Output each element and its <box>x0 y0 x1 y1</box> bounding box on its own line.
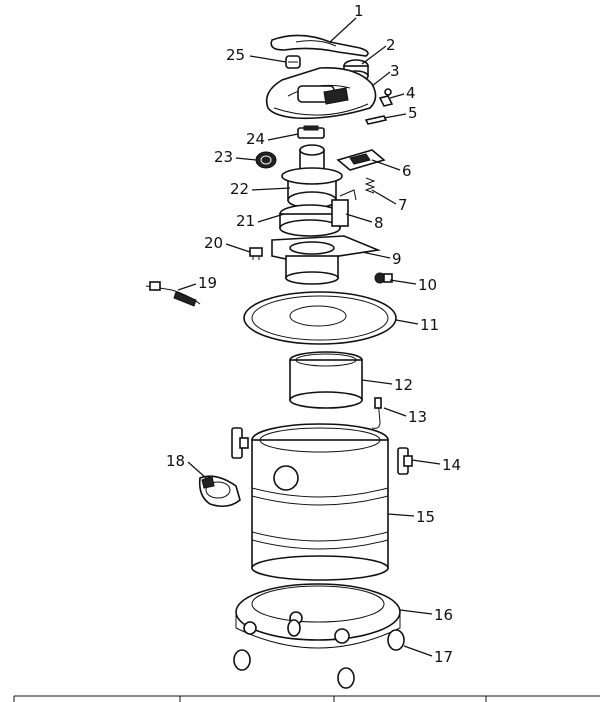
callout-12: 12 <box>394 376 413 394</box>
callout-19: 19 <box>198 274 217 292</box>
callout-20: 20 <box>204 234 223 252</box>
part-15-tank <box>251 423 389 581</box>
part-9-mount-plate <box>271 235 381 285</box>
callout-5: 5 <box>408 104 418 122</box>
part-10-connector <box>374 272 393 284</box>
callout-23: 23 <box>214 148 233 166</box>
part-17-casters <box>233 619 405 689</box>
part-24-motor-cap <box>297 125 325 139</box>
part-18-hose-inlet <box>198 475 241 508</box>
part-23-fan-disc <box>255 151 277 169</box>
callout-3: 3 <box>390 62 400 80</box>
part-20-terminal <box>249 247 263 260</box>
part-11-gasket <box>243 291 397 345</box>
callout-22: 22 <box>230 180 249 198</box>
callout-14: 14 <box>442 456 461 474</box>
callout-11: 11 <box>420 316 439 334</box>
callout-21: 21 <box>236 212 255 230</box>
part-7-spring <box>364 177 376 194</box>
part-13-latch-wire <box>371 397 382 429</box>
callout-10: 10 <box>418 276 437 294</box>
callout-15: 15 <box>416 508 435 526</box>
part-25-screw <box>285 55 301 69</box>
part-16-dolly <box>235 583 401 649</box>
part-1-handle <box>270 34 369 57</box>
callout-4: 4 <box>406 84 416 102</box>
callout-24: 24 <box>246 130 265 148</box>
callout-13: 13 <box>408 408 427 426</box>
part-14-latch-clip <box>397 447 413 475</box>
callout-9: 9 <box>392 250 402 268</box>
callout-17: 17 <box>434 648 453 666</box>
callout-8: 8 <box>374 214 384 232</box>
part-5-pin <box>364 115 388 125</box>
callout-2: 2 <box>386 36 396 54</box>
callout-7: 7 <box>398 196 408 214</box>
part-12-filter <box>289 351 363 409</box>
part-6-switch-plate <box>336 149 386 171</box>
callout-25: 25 <box>226 46 245 64</box>
part-22-motor <box>281 144 343 209</box>
part-4-clip <box>378 88 394 107</box>
part-3-head-cover <box>265 67 377 120</box>
callout-6: 6 <box>402 162 412 180</box>
part-8-motor-housing <box>279 189 357 237</box>
callout-labels: 1 2 3 4 5 6 7 8 9 10 11 12 13 14 15 16 1… <box>166 2 461 666</box>
callout-16: 16 <box>434 606 453 624</box>
callout-18: 18 <box>166 452 185 470</box>
table-top-border <box>13 695 600 702</box>
callout-1: 1 <box>354 2 364 20</box>
latch-clip-left <box>231 427 249 459</box>
leader-lines <box>177 17 441 657</box>
part-19-power-cord <box>145 281 201 307</box>
